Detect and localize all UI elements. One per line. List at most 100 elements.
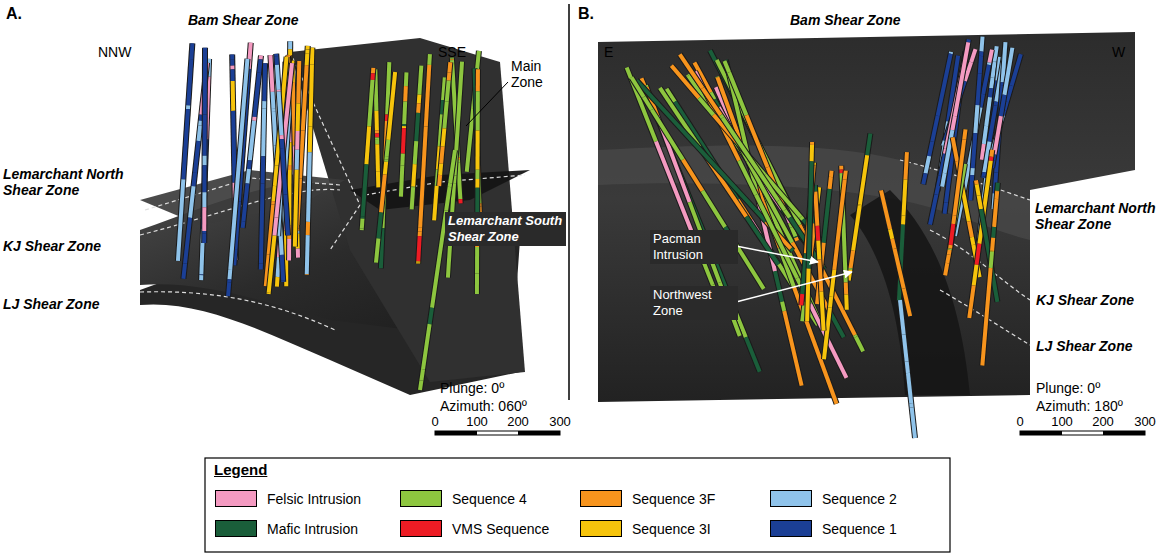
- drill-hole-segment: [259, 56, 263, 60]
- drill-hole-segment: [375, 138, 379, 140]
- drill-hole-segment: [296, 249, 300, 258]
- drill-hole-segment: [274, 112, 276, 146]
- shear-zone-name: LJ Shear Zone: [1036, 338, 1132, 354]
- drill-hole-segment: [310, 48, 314, 65]
- drill-hole-segment: [228, 282, 229, 296]
- drill-hole-segment: [856, 337, 863, 351]
- view-azimuth: Azimuth: 060º: [440, 398, 527, 414]
- drill-hole-segment: [953, 215, 954, 224]
- drill-hole-segment: [951, 224, 954, 245]
- drill-hole-segment: [475, 179, 479, 188]
- drill-hole-outline: [376, 72, 395, 263]
- drill-hole-outline: [849, 133, 871, 280]
- intrusion-name: Pacman Intrusion: [650, 230, 738, 264]
- drill-hole-segment: [981, 37, 982, 52]
- drill-hole-segment: [270, 92, 275, 109]
- drill-hole-segment: [202, 198, 206, 207]
- drill-hole-segment: [287, 239, 291, 260]
- drill-hole-segment: [250, 121, 254, 161]
- drill-hole-segment: [305, 50, 309, 54]
- drill-hole-outline: [201, 48, 208, 243]
- drill-hole-segment: [992, 238, 993, 251]
- drill-hole-segment: [908, 373, 911, 403]
- drill-hole-outline: [401, 72, 407, 196]
- drill-hole-segment: [986, 97, 990, 126]
- drill-hole-outline: [362, 68, 374, 230]
- zone-name: Northwest Zone: [650, 286, 738, 320]
- legend-text: Sequence 1: [822, 521, 897, 537]
- drill-hole-segment: [851, 251, 854, 269]
- drill-hole-segment: [476, 91, 480, 130]
- drill-hole-segment: [989, 50, 992, 63]
- drill-hole-segment: [984, 126, 986, 144]
- legend-item: Sequence 3F: [580, 490, 715, 507]
- drill-hole-segment: [275, 277, 280, 287]
- drill-hole-segment: [259, 59, 260, 72]
- drill-hole-segment: [375, 144, 380, 171]
- drill-hole-segment: [285, 195, 288, 236]
- shear-zone-name: LJ Shear Zone: [3, 296, 99, 312]
- drill-hole-segment: [994, 191, 999, 199]
- shear-zone-name: KJ Shear Zone: [3, 238, 101, 254]
- drill-hole-segment: [892, 239, 894, 249]
- drill-hole-segment: [831, 270, 834, 297]
- drill-hole-outline: [631, 77, 763, 289]
- drill-hole-segment: [652, 110, 683, 160]
- drill-hole-segment: [969, 285, 973, 318]
- drill-hole-segment: [447, 73, 452, 81]
- drill-hole-segment: [746, 337, 760, 371]
- drill-hole-segment: [194, 173, 195, 186]
- drill-hole-segment: [387, 140, 389, 156]
- drill-hole-segment: [262, 101, 266, 108]
- drill-hole-segment: [778, 201, 784, 210]
- drill-hole-segment: [243, 184, 247, 222]
- drill-hole-segment: [203, 114, 207, 155]
- drill-hole-segment: [278, 257, 279, 277]
- drill-hole-segment: [971, 49, 975, 62]
- drill-hole-outline: [950, 129, 965, 248]
- legend-item: Mafic Intrusion: [215, 520, 358, 537]
- drill-hole-segment: [904, 335, 907, 362]
- drill-hole-segment: [810, 142, 814, 145]
- drill-hole-segment: [721, 115, 723, 118]
- drill-hole-segment: [416, 262, 420, 263]
- drill-hole-segment: [282, 148, 285, 195]
- drill-hole-segment: [444, 101, 446, 128]
- legend-item: Sequence 4: [400, 490, 527, 507]
- drill-hole-segment: [277, 90, 281, 92]
- drill-hole-segment: [954, 139, 964, 215]
- drill-hole-segment: [195, 141, 199, 173]
- drill-hole-outline: [474, 69, 481, 294]
- legend-swatch: [400, 520, 442, 537]
- drill-hole-segment: [418, 232, 422, 237]
- drill-hole-segment: [983, 65, 989, 94]
- drill-hole-segment: [724, 61, 729, 72]
- drill-hole-outline: [815, 185, 824, 330]
- drill-hole-segment: [932, 116, 937, 142]
- drill-hole-segment: [308, 152, 310, 222]
- legend-swatch: [215, 520, 257, 537]
- drill-hole-outline: [695, 72, 846, 378]
- drill-hole-segment: [860, 155, 867, 205]
- drill-hole-segment: [796, 238, 797, 241]
- view-plunge: Plunge: 0º: [440, 380, 504, 396]
- drill-hole-segment: [973, 133, 976, 168]
- drill-hole-outline: [420, 150, 455, 390]
- drill-hole-segment: [782, 302, 784, 311]
- drill-hole-segment: [198, 126, 200, 141]
- drill-hole-segment: [631, 77, 643, 97]
- drill-hole-segment: [849, 270, 851, 281]
- drill-hole-segment: [203, 48, 207, 115]
- drill-hole-segment: [440, 164, 441, 175]
- drill-hole-segment: [809, 167, 812, 269]
- drill-hole-segment: [404, 102, 405, 125]
- drill-hole-segment: [227, 270, 232, 280]
- legend-title: Legend: [214, 462, 267, 478]
- drill-hole-segment: [270, 55, 272, 92]
- drill-hole-segment: [202, 192, 206, 198]
- drill-hole-segment: [964, 129, 965, 139]
- drill-hole-segment: [830, 177, 831, 189]
- drill-hole-segment: [190, 186, 193, 217]
- drill-hole-segment: [400, 154, 405, 166]
- drill-hole-segment: [363, 164, 367, 216]
